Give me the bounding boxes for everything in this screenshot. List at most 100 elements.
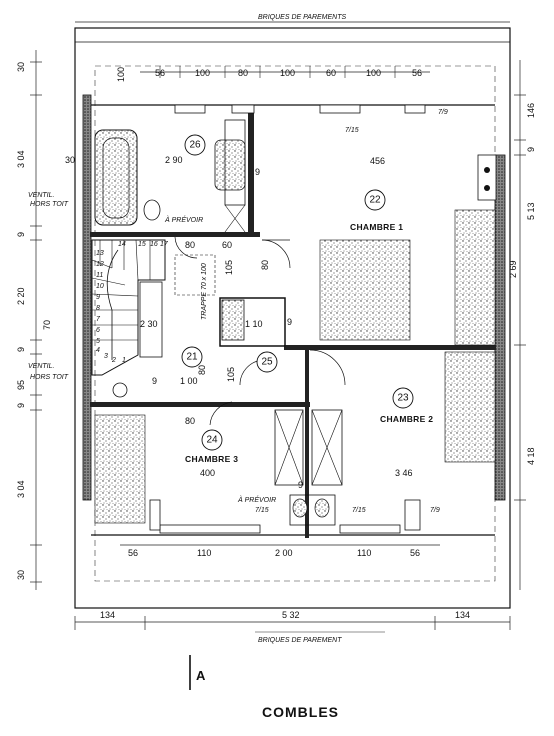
stair-step-6: 6 [96, 327, 100, 334]
room-number-bath: 26 [184, 134, 206, 156]
dim-right-513: 5 13 [526, 202, 536, 220]
note-ventil-top-1: VENTIL. [28, 192, 55, 199]
note-ventil-bot-1: VENTIL. [28, 363, 55, 370]
dim-right-9: 9 [526, 147, 536, 152]
sink-icon [143, 199, 161, 221]
dim-bot-110-a: 110 [197, 548, 211, 558]
window-label-top-79: 7/9 [438, 109, 448, 116]
stair-step-9: 9 [96, 294, 100, 301]
top-windows: 7/15 7/9 [174, 104, 448, 134]
stair-step-17: 17 [160, 241, 169, 248]
roof-outline [74, 27, 511, 609]
room-dim-chambre2: 3 46 [395, 468, 413, 478]
svg-text:1 10: 1 10 [245, 319, 263, 329]
room-number-chambre2: 23 [392, 387, 414, 409]
dim-right-418: 4 18 [526, 447, 536, 465]
dim-bot-56-a: 56 [128, 548, 138, 558]
stair-step-10: 10 [96, 283, 104, 290]
bathroom-fixtures [94, 119, 497, 526]
window-label-bottom-715-b: 7/15 [352, 507, 366, 514]
bottom-dimension-chain: 56 110 2 00 110 56 [120, 544, 440, 558]
dim-right-146: 146 [526, 103, 536, 118]
svg-text:24: 24 [206, 435, 218, 446]
dim-top-80: 80 [238, 68, 248, 78]
dim-top-100-a: 100 [195, 68, 210, 78]
section-mark-a: A [189, 655, 206, 690]
svg-text:30: 30 [65, 155, 75, 165]
svg-text:22: 22 [369, 195, 381, 206]
dim-overall-134-left: 134 [100, 610, 115, 620]
stair-step-5: 5 [96, 338, 100, 345]
svg-text:26: 26 [189, 140, 201, 151]
staircase: 14 15 16 17 13 12 11 10 9 8 7 6 5 4 3 2 … [91, 239, 169, 376]
svg-text:80: 80 [185, 240, 195, 250]
room-number-hall21: 21 [181, 346, 203, 368]
svg-text:2 30: 2 30 [140, 319, 158, 329]
svg-text:9: 9 [298, 480, 303, 490]
right-dimension-chain: 146 9 5 13 2 69 4 18 [508, 60, 536, 590]
stair-step-7: 7 [96, 316, 101, 323]
dim-top-100-c: 100 [366, 68, 381, 78]
dim-left-9-c: 9 [16, 403, 26, 408]
dim-bot-56-b: 56 [410, 548, 420, 558]
interior-walls [90, 110, 496, 538]
dim-bot-110-b: 110 [357, 548, 371, 558]
stair-step-11: 11 [96, 272, 103, 279]
stair-step-8: 8 [96, 305, 100, 312]
svg-text:25: 25 [261, 357, 273, 368]
washbasin-right-icon [477, 154, 497, 201]
svg-text:9: 9 [255, 167, 260, 177]
dim-left-304-top: 3 04 [16, 150, 26, 168]
room-number-chambre3: 24 [201, 429, 223, 451]
svg-text:80: 80 [197, 365, 207, 375]
roof-slope-areas [94, 209, 496, 524]
overall-bottom-dimension: 134 5 32 134 BRIQUES DE PAREMENT [74, 610, 511, 644]
room-dim-bath: 2 90 [165, 155, 183, 165]
bottom-brick-label: BRIQUES DE PAREMENT [258, 637, 342, 644]
dim-left-220: 2 20 [16, 287, 26, 305]
note-a-prevoir-top: À PRÉVOIR [164, 215, 203, 224]
svg-text:60: 60 [222, 240, 232, 250]
chimney-block [221, 299, 245, 341]
stair-step-2: 2 [111, 357, 116, 364]
dim-overall-532: 5 32 [282, 610, 300, 620]
room-dim-hall21: 1 00 [180, 376, 198, 386]
trappe-label: TRAPPE 70 x 100 [201, 263, 208, 320]
dim-overall-134-right: 134 [455, 610, 470, 620]
note-a-prevoir-bottom: À PRÉVOIR [237, 495, 276, 504]
dim-bot-200: 2 00 [275, 548, 293, 558]
svg-text:105: 105 [224, 260, 234, 275]
bottom-sinks-icon [289, 494, 336, 526]
room-name-chambre1: CHAMBRE 1 [350, 222, 403, 232]
note-ventil-top-2: HORS TOIT [30, 201, 69, 208]
dim-left-95: 95 [16, 380, 26, 390]
dim-top-100-b: 100 [280, 68, 295, 78]
svg-text:9: 9 [152, 376, 157, 386]
left-dimension-chain: 30 3 04 9 2 20 9 95 9 3 04 30 [16, 50, 42, 590]
double-vanity-icon [214, 139, 246, 191]
stair-step-12: 12 [96, 261, 104, 268]
svg-text:23: 23 [397, 393, 409, 404]
svg-text:70: 70 [42, 320, 52, 330]
svg-text:21: 21 [186, 352, 198, 363]
dim-left-30-bottom: 30 [16, 570, 26, 580]
dim-right-269: 2 69 [508, 260, 518, 278]
svg-text:105: 105 [226, 367, 236, 382]
room-name-chambre2: CHAMBRE 2 [380, 414, 433, 424]
room-number-hall25: 25 [256, 351, 278, 373]
top-brick-label: BRIQUES DE PAREMENTS [258, 14, 346, 21]
bathtub-icon [94, 129, 138, 226]
stair-step-13: 13 [96, 250, 104, 257]
top-brick-annotation: BRIQUES DE PAREMENTS [75, 14, 510, 23]
room-number-chambre1: 22 [364, 189, 386, 211]
dim-left-9-b: 9 [16, 347, 26, 352]
room-name-chambre3: CHAMBRE 3 [185, 454, 238, 464]
dim-top-60: 60 [326, 68, 336, 78]
note-ventil-bot-2: HORS TOIT [30, 374, 69, 381]
dim-left-9-a: 9 [16, 232, 26, 237]
stair-step-1: 1 [122, 357, 126, 364]
stair-step-14: 14 [118, 241, 126, 248]
bottom-windows: 7/15 7/15 7/9 [149, 499, 440, 534]
room-dim-chambre3: 400 [200, 468, 215, 478]
